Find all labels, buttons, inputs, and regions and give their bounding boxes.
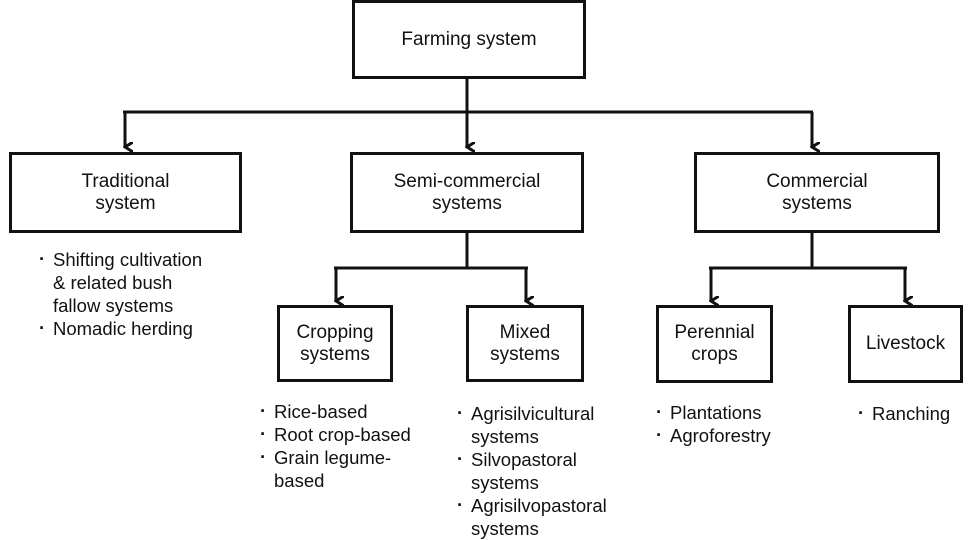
node-cropping-systems: Cropping systems [277, 305, 393, 382]
list-traditional: Shifting cultivation & related bush fall… [37, 247, 257, 340]
list-item: Grain legume- based [258, 445, 458, 492]
node-mixed-systems: Mixed systems [466, 305, 584, 382]
list-item: Root crop-based [258, 422, 458, 446]
node-farming-system: Farming system [352, 0, 586, 79]
list-item: Agrisilvicultural systems [455, 401, 655, 448]
node-perennial-crops-label: Perennial crops [674, 322, 755, 365]
node-traditional-system-label: Traditional system [81, 170, 170, 214]
list-item: Agrisilvopastoral systems [455, 493, 655, 540]
list-item: Rice-based [258, 399, 458, 423]
list-item: Plantations [654, 400, 824, 424]
node-semi-commercial-systems-label: Semi-commercial systems [393, 170, 541, 214]
node-mixed-systems-label: Mixed systems [490, 321, 560, 365]
node-farming-system-label: Farming system [401, 28, 537, 50]
list-perennial: Plantations Agroforestry [654, 400, 824, 447]
node-semi-commercial-systems: Semi-commercial systems [350, 152, 584, 233]
node-livestock-label: Livestock [865, 333, 946, 354]
node-livestock: Livestock [848, 305, 963, 383]
list-cropping: Rice-based Root crop-based Grain legume-… [258, 399, 458, 492]
node-commercial-systems: Commercial systems [694, 152, 940, 233]
list-item: Shifting cultivation & related bush fall… [37, 247, 257, 317]
list-item: Agroforestry [654, 423, 824, 447]
list-mixed: Agrisilvicultural systems Silvopastoral … [455, 401, 655, 540]
list-livestock: Ranching [856, 401, 971, 425]
node-cropping-systems-label: Cropping systems [296, 321, 374, 365]
list-item: Ranching [856, 401, 971, 425]
list-item: Silvopastoral systems [455, 447, 655, 494]
node-commercial-systems-label: Commercial systems [766, 170, 868, 214]
node-perennial-crops: Perennial crops [656, 305, 773, 383]
list-item: Nomadic herding [37, 316, 257, 340]
node-traditional-system: Traditional system [9, 152, 242, 233]
